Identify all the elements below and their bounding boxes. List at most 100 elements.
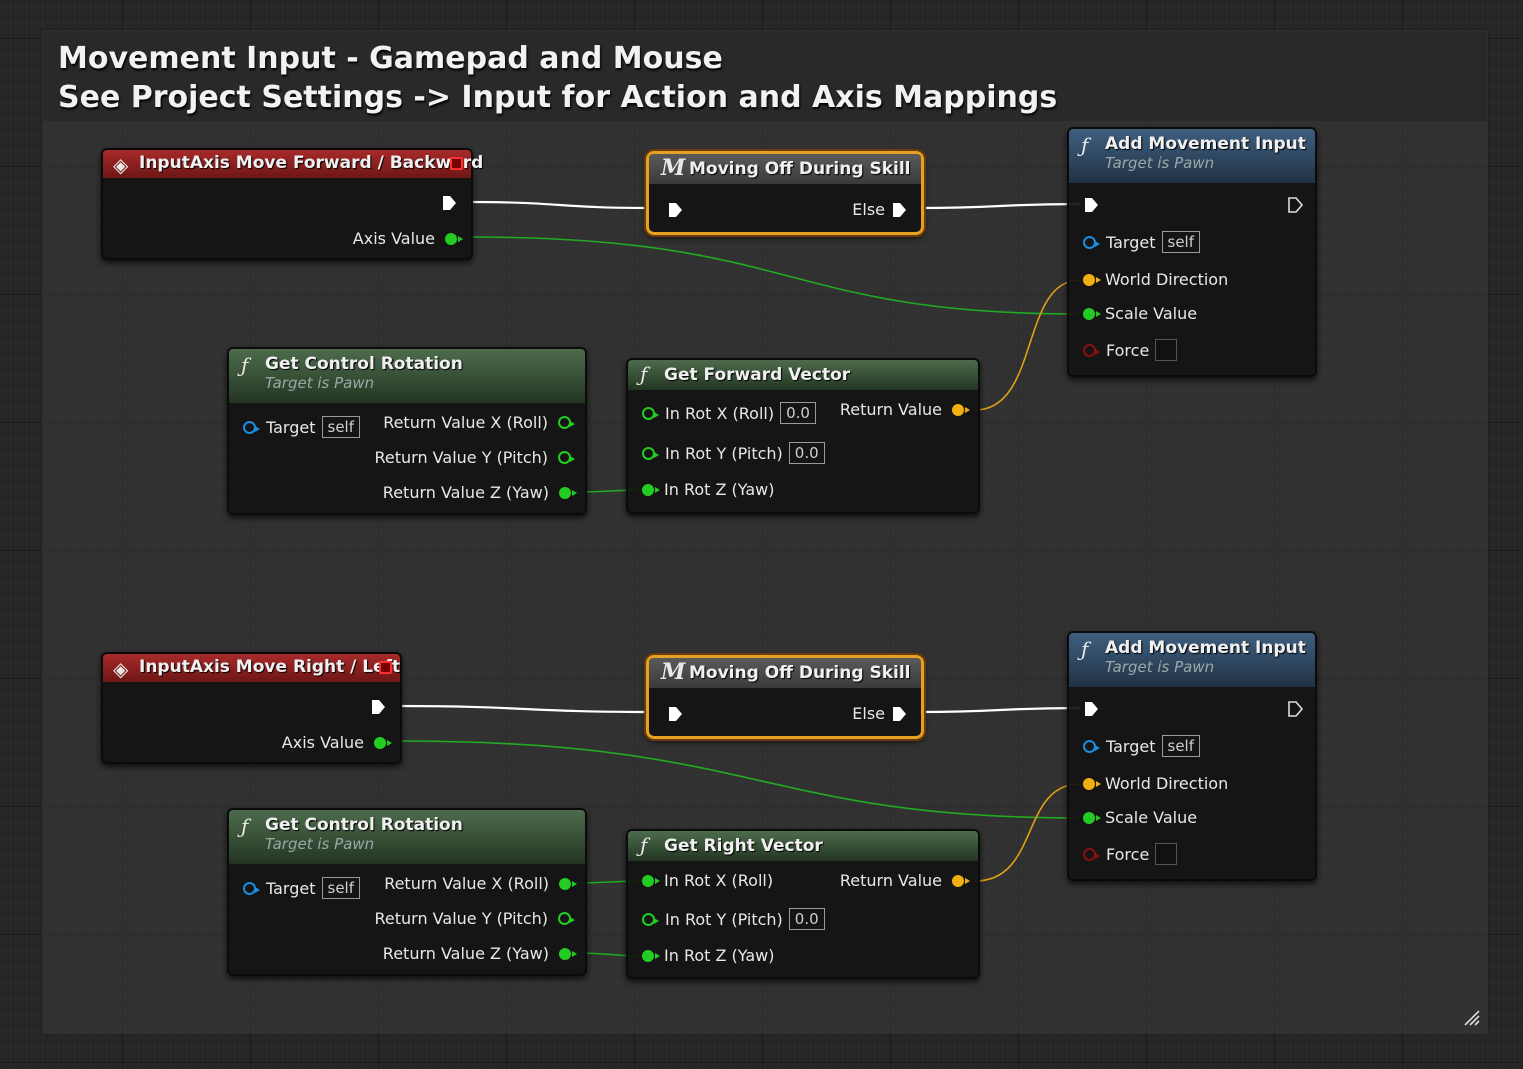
get-forward-vector[interactable]: ƒ Get Forward Vector In Rot X (Roll) 0.0…: [626, 358, 980, 514]
scale-value-input[interactable]: Scale Value: [1083, 808, 1207, 827]
scale-value-input[interactable]: Scale Value: [1083, 304, 1207, 323]
add-movement-input-right[interactable]: ƒ Add Movement Input Target is Pawn Targ…: [1067, 631, 1317, 881]
exec-out-pin-icon[interactable]: [370, 699, 386, 715]
world-direction-input[interactable]: World Direction: [1083, 270, 1238, 289]
rot-y-field[interactable]: 0.0: [788, 908, 825, 930]
float-pin-icon[interactable]: [559, 486, 577, 499]
float-pin-icon[interactable]: [558, 416, 575, 429]
object-pin-icon[interactable]: [243, 881, 260, 895]
input-axis-forward-node[interactable]: ◈ InputAxis Move Forward / Backward Axis…: [101, 148, 483, 260]
world-direction-input[interactable]: World Direction: [1083, 774, 1238, 793]
macro-moving-off-right[interactable]: M Moving Off During Skill Else: [646, 655, 924, 739]
float-pin-icon[interactable]: [642, 406, 659, 420]
exec-out-pin-icon[interactable]: [891, 706, 907, 722]
macro-moving-off-forward[interactable]: M Moving Off During Skill Else: [646, 151, 924, 235]
macro-m-icon: M: [661, 659, 686, 685]
exec-out-pin-icon[interactable]: [441, 195, 457, 211]
return-x-label: Return Value X (Roll): [384, 874, 549, 893]
force-input[interactable]: Force: [1083, 339, 1178, 361]
rot-x-field[interactable]: 0.0: [780, 402, 816, 424]
target-input[interactable]: Target self: [243, 877, 360, 899]
rot-y-field[interactable]: 0.0: [788, 442, 825, 464]
return-x-output[interactable]: Return Value X (Roll): [373, 413, 575, 432]
else-output[interactable]: Else: [842, 200, 907, 219]
vector-pin-icon[interactable]: [1083, 777, 1101, 790]
return-value-output[interactable]: Return Value: [830, 871, 970, 890]
rot-z-label: In Rot Z (Yaw): [664, 480, 775, 499]
rot-y-input[interactable]: In Rot Y (Pitch) 0.0: [642, 442, 825, 464]
float-pin-icon[interactable]: [642, 949, 660, 962]
force-checkbox[interactable]: [1155, 339, 1178, 361]
target-input[interactable]: Target self: [1083, 231, 1200, 253]
add-movement-input-forward[interactable]: ƒ Add Movement Input Target is Pawn Targ…: [1067, 127, 1317, 377]
object-pin-icon[interactable]: [1083, 235, 1100, 249]
return-y-output[interactable]: Return Value Y (Pitch): [365, 448, 575, 467]
axis-value-output[interactable]: Axis Value: [343, 229, 463, 248]
target-input[interactable]: Target self: [243, 416, 360, 438]
function-icon: ƒ: [241, 353, 249, 377]
get-right-vector[interactable]: ƒ Get Right Vector In Rot X (Roll) Retur…: [626, 829, 980, 979]
vector-pin-icon[interactable]: [952, 403, 970, 416]
resize-handle-icon[interactable]: [1463, 1009, 1481, 1027]
target-label: Target: [266, 878, 316, 898]
get-control-rotation-right[interactable]: ƒ Get Control Rotation Target is Pawn Ta…: [227, 808, 587, 976]
float-pin-icon[interactable]: [1083, 307, 1101, 320]
rot-z-input[interactable]: In Rot Z (Yaw): [642, 480, 784, 499]
exec-in-pin-icon[interactable]: [667, 706, 683, 722]
float-pin-icon[interactable]: [445, 232, 463, 245]
rot-x-input[interactable]: In Rot X (Roll) 0.0: [642, 402, 816, 424]
comment-header[interactable]: Movement Input - Gamepad and Mouse See P…: [43, 31, 1487, 121]
rot-y-input[interactable]: In Rot Y (Pitch) 0.0: [642, 908, 825, 930]
vector-pin-icon[interactable]: [1083, 273, 1101, 286]
else-output[interactable]: Else: [842, 704, 907, 723]
node-header: ◈ InputAxis Move Forward / Backward: [103, 150, 483, 178]
exec-in-pin-icon[interactable]: [1083, 197, 1099, 213]
float-pin-icon[interactable]: [559, 877, 577, 890]
rot-y-label: In Rot Y (Pitch): [665, 909, 783, 929]
float-pin-icon[interactable]: [559, 947, 577, 960]
get-control-rotation-forward[interactable]: ƒ Get Control Rotation Target is Pawn Ta…: [227, 347, 587, 515]
return-z-output[interactable]: Return Value Z (Yaw): [373, 944, 577, 963]
float-pin-icon[interactable]: [374, 736, 392, 749]
return-y-label: Return Value Y (Pitch): [374, 448, 549, 467]
force-checkbox[interactable]: [1155, 843, 1178, 865]
exec-in-pin-icon[interactable]: [667, 202, 683, 218]
return-y-output[interactable]: Return Value Y (Pitch): [365, 909, 575, 928]
float-pin-icon[interactable]: [642, 874, 660, 887]
rot-y-label: In Rot Y (Pitch): [665, 443, 783, 463]
bool-pin-icon[interactable]: [1083, 343, 1100, 357]
bool-pin-icon[interactable]: [1083, 847, 1100, 861]
node-header: ƒ Get Right Vector: [628, 831, 978, 861]
float-pin-icon[interactable]: [558, 451, 575, 464]
axis-value-output[interactable]: Axis Value: [272, 733, 392, 752]
float-pin-icon[interactable]: [642, 912, 659, 926]
return-x-output[interactable]: Return Value X (Roll): [374, 874, 577, 893]
return-value-label: Return Value: [839, 400, 942, 419]
object-pin-icon[interactable]: [1083, 739, 1100, 753]
node-header: ƒ Get Control Rotation Target is Pawn: [229, 810, 585, 864]
force-input[interactable]: Force: [1083, 843, 1178, 865]
event-stop-icon: [379, 661, 392, 674]
function-icon: ƒ: [241, 814, 249, 838]
exec-out-pin-icon[interactable]: [891, 202, 907, 218]
float-pin-icon[interactable]: [642, 446, 659, 460]
node-title: Get Control Rotation: [265, 354, 463, 374]
input-axis-right-node[interactable]: ◈ InputAxis Move Right / Left Axis Value: [101, 652, 402, 764]
float-pin-icon[interactable]: [642, 483, 660, 496]
target-label: Target: [1106, 736, 1156, 756]
rot-x-input[interactable]: In Rot X (Roll): [642, 871, 783, 890]
exec-in-pin-icon[interactable]: [1083, 701, 1099, 717]
exec-out-pin-icon[interactable]: [1287, 197, 1303, 213]
rot-z-input[interactable]: In Rot Z (Yaw): [642, 946, 784, 965]
exec-out-pin-icon[interactable]: [1287, 701, 1303, 717]
return-z-label: Return Value Z (Yaw): [382, 944, 549, 963]
float-pin-icon[interactable]: [558, 912, 575, 925]
rot-x-label: In Rot X (Roll): [664, 871, 774, 890]
target-input[interactable]: Target self: [1083, 735, 1200, 757]
vector-pin-icon[interactable]: [952, 874, 970, 887]
return-value-output[interactable]: Return Value: [830, 400, 970, 419]
object-pin-icon[interactable]: [243, 420, 260, 434]
event-diamond-icon: ◈: [113, 153, 129, 177]
return-z-output[interactable]: Return Value Z (Yaw): [373, 483, 577, 502]
float-pin-icon[interactable]: [1083, 811, 1101, 824]
